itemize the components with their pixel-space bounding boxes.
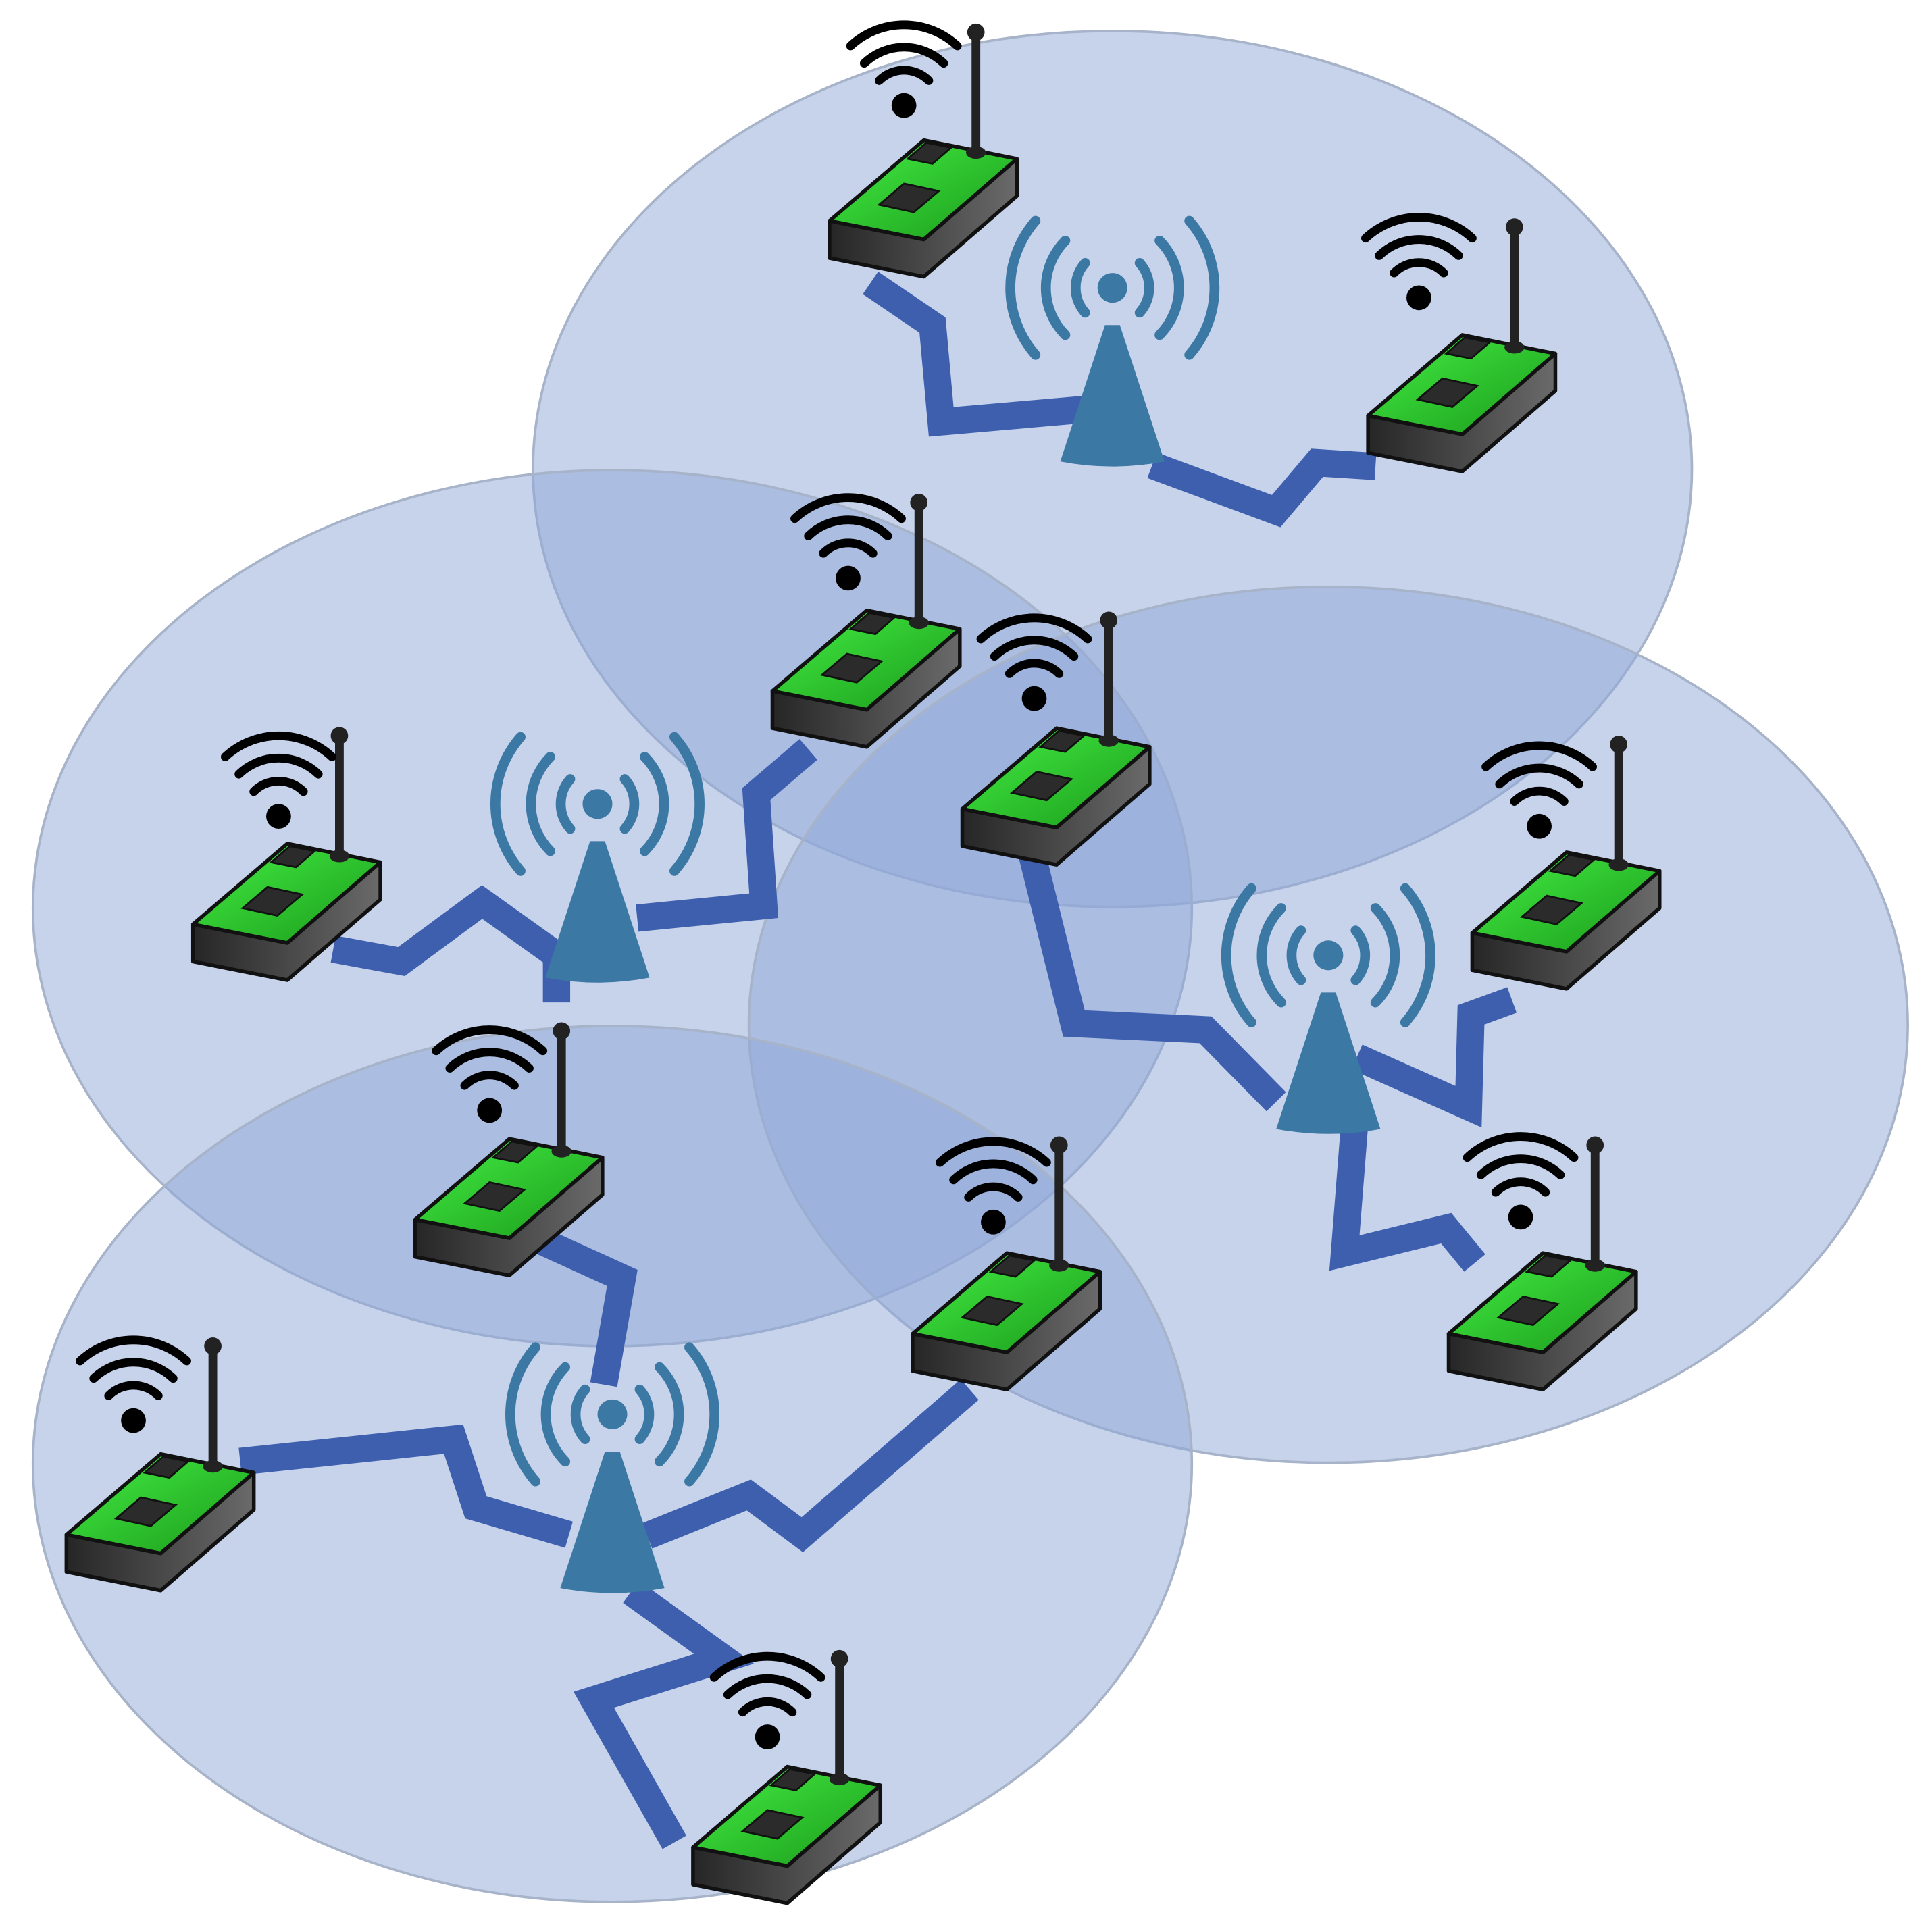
wireless-links (238, 272, 1517, 1849)
link-top-2 (1147, 448, 1377, 528)
link-mid-right-1 (1018, 850, 1286, 1112)
link-mid-right-3 (1329, 1125, 1485, 1272)
link-bottom-1 (534, 1228, 638, 1387)
link-bottom-2 (238, 1424, 573, 1548)
link-mid-left-2 (636, 739, 817, 932)
link-bottom-4 (574, 1581, 755, 1849)
link-mid-right-2 (1351, 987, 1517, 1128)
link-bottom-3 (642, 1379, 979, 1552)
link-top-1 (863, 272, 1086, 437)
coverage-areas (31, 30, 1909, 1903)
